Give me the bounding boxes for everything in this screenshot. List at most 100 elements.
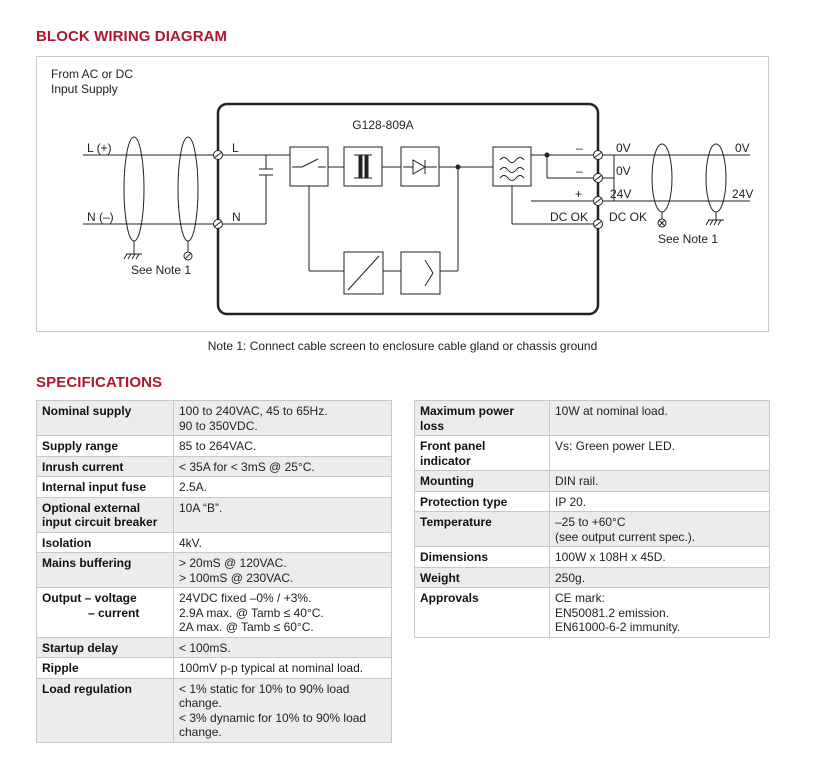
spec-key-line: Load regulation — [42, 681, 132, 696]
spec-value-line: EN61000-6-2 immunity. — [555, 620, 681, 634]
spec-value-line: 250g. — [555, 570, 586, 585]
spec-key: Approvals — [414, 587, 550, 638]
output-screen-left — [651, 143, 673, 213]
output-0v-label-1: 0V — [616, 141, 631, 155]
spec-row: Temperature–25 to +60°C(see output curre… — [414, 511, 770, 547]
diagram-note: Note 1: Connect cable screen to enclosur… — [207, 339, 598, 353]
spec-value-line: 90 to 350VDC. — [179, 418, 258, 433]
specifications-table-left: Nominal supply 100 to 240VAC, 45 to 65Hz.… — [36, 400, 392, 743]
spec-key-line: input circuit breaker — [42, 515, 158, 529]
spec-value-line: 4kV. — [179, 535, 202, 550]
spec-row: Isolation 4kV. — [36, 531, 392, 553]
spec-value: 250g. — [549, 566, 770, 588]
output-dc-ok-label: DC OK — [609, 210, 647, 224]
minus-label-1: – — [576, 141, 583, 155]
spec-key-line: Nominal supply — [42, 404, 132, 418]
input-screen-left — [123, 136, 145, 242]
wiring-diagram: From AC or DC Input Supply G128-809A L (… — [36, 56, 769, 332]
spec-key-line: Weight — [420, 570, 460, 585]
spec-row: Weight 250g. — [414, 566, 770, 588]
spec-row: Startup delay < 100mS. — [36, 636, 392, 658]
spec-key: Output – voltage– current — [36, 587, 174, 638]
spec-value-line: IP 20. — [555, 494, 587, 509]
spec-value: –25 to +60°C(see output current spec.). — [549, 511, 770, 547]
module-box — [216, 102, 600, 316]
spec-value: 24VDC fixed –0% / +3%.2.9A max. @ Tamb ≤… — [173, 587, 392, 638]
spec-value-line: 10A “B”. — [179, 500, 223, 515]
spec-value: 100mV p-p typical at nominal load. — [173, 657, 392, 679]
spec-key-line: Ripple — [42, 661, 79, 675]
spec-value-line: change. — [179, 725, 222, 739]
spec-value-line: (see output current spec.). — [555, 529, 696, 544]
minus-label-2: – — [576, 164, 583, 178]
spec-value-line: 2.9A max. @ Tamb ≤ 40°C. — [179, 605, 324, 620]
spec-value: 100W x 108H x 45D. — [549, 546, 770, 568]
spec-value-line: 24VDC fixed –0% / +3%. — [179, 591, 312, 605]
spec-key: Mounting — [414, 470, 550, 492]
spec-value: < 100mS. — [173, 636, 392, 658]
source-label-line1: From AC or DC — [51, 67, 133, 81]
control-block — [400, 251, 441, 295]
spec-key: Load regulation — [36, 677, 174, 743]
input-screen-right — [177, 136, 199, 242]
spec-value-line: 100mV p-p typical at nominal load. — [179, 661, 364, 675]
spec-value: < 35A for < 3mS @ 25°C. — [173, 455, 392, 477]
terminal-l-label: L — [232, 141, 239, 155]
spec-key-line: loss — [420, 418, 445, 433]
spec-key: Internal input fuse — [36, 476, 174, 498]
spec-row: Dimensions 100W x 108H x 45D. — [414, 546, 770, 568]
spec-key: Weight — [414, 566, 550, 588]
spec-value-line: 10W at nominal load. — [555, 404, 668, 418]
terminal-n-label: N — [232, 210, 241, 224]
spec-value-line: 100W x 108H x 45D. — [555, 550, 666, 564]
spec-key-line: Output – voltage — [42, 591, 137, 605]
spec-key-line: Inrush current — [42, 459, 124, 474]
spec-key: Startup delay — [36, 636, 174, 658]
spec-value-line: > 100mS @ 230VAC. — [179, 570, 294, 585]
spec-value: IP 20. — [549, 490, 770, 512]
spec-value-line: –25 to +60°C — [555, 515, 626, 529]
spec-value-line: 85 to 264VAC. — [179, 439, 257, 453]
spec-row: Inrush current < 35A for < 3mS @ 25°C. — [36, 455, 392, 477]
spec-value-line: < 100mS. — [179, 640, 231, 655]
spec-key-line: Isolation — [42, 535, 92, 550]
spec-row: Supply range 85 to 264VAC. — [36, 435, 392, 457]
output-24v-label: 24V — [610, 187, 631, 201]
spec-row: Mains buffering > 20mS @ 120VAC.> 100mS @… — [36, 552, 392, 588]
external-24v-label: 24V — [732, 187, 753, 201]
spec-value-line: < 1% static for 10% to 90% load — [179, 681, 350, 696]
spec-key-line: Supply range — [42, 439, 119, 453]
spec-key: Temperature — [414, 511, 550, 547]
spec-value: CE mark:EN50081.2 emission.EN61000-6-2 i… — [549, 587, 770, 638]
spec-value-line: change. — [179, 696, 222, 710]
output-0v-label-2: 0V — [616, 164, 631, 178]
spec-key: Nominal supply — [36, 400, 174, 436]
spec-key-line: Internal input fuse — [42, 480, 147, 494]
spec-value-line: 100 to 240VAC, 45 to 65Hz. — [179, 404, 328, 418]
spec-key: Supply range — [36, 435, 174, 457]
spec-value: 2.5A. — [173, 476, 392, 498]
spec-value: Vs: Green power LED. — [549, 435, 770, 471]
spec-key-line: Protection type — [420, 494, 508, 509]
spec-key-line: Dimensions — [420, 550, 489, 564]
spec-value: > 20mS @ 120VAC.> 100mS @ 230VAC. — [173, 552, 392, 588]
spec-value: 10A “B”. — [173, 496, 392, 533]
spec-value: 85 to 264VAC. — [173, 435, 392, 457]
output-screen-right — [705, 143, 727, 213]
spec-key-line: Mains buffering — [42, 556, 132, 570]
spec-key-line: Front panel — [420, 439, 486, 453]
spec-value: 100 to 240VAC, 45 to 65Hz.90 to 350VDC. — [173, 400, 392, 436]
spec-key-line: Mounting — [420, 474, 474, 488]
spec-key-line: Maximum power — [420, 404, 515, 418]
spec-key: Protection type — [414, 490, 550, 512]
spec-value-line: CE mark: — [555, 591, 606, 605]
